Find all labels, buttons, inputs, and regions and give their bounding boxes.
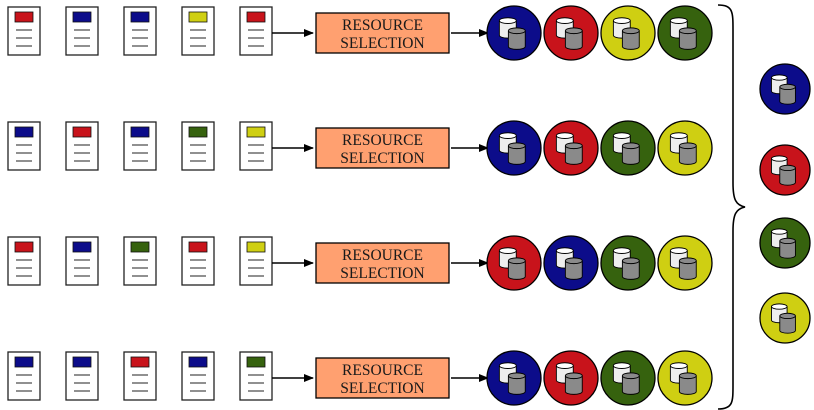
database-icon xyxy=(600,235,656,291)
document-tag xyxy=(72,126,92,138)
document-tag xyxy=(72,11,92,23)
document-icon xyxy=(239,121,273,171)
document-icon xyxy=(123,121,157,171)
box-label-line1: RESOURCE xyxy=(342,247,423,264)
selected-resources xyxy=(486,235,713,291)
database-icon xyxy=(657,5,713,61)
document-tag xyxy=(188,356,208,368)
database-icon xyxy=(759,144,811,196)
document-tag xyxy=(130,241,150,253)
document-tag xyxy=(72,241,92,253)
document-icon xyxy=(7,121,41,171)
database-icon xyxy=(486,235,542,291)
document-icon xyxy=(181,236,215,286)
document-tag xyxy=(246,11,266,23)
document-icon xyxy=(239,351,273,401)
selected-resources xyxy=(486,350,713,406)
document-icon xyxy=(7,236,41,286)
box-label-line2: SELECTION xyxy=(340,265,424,282)
document-tag xyxy=(130,356,150,368)
database-icon xyxy=(486,350,542,406)
document-tag xyxy=(130,126,150,138)
database-icon xyxy=(486,120,542,176)
document-icon xyxy=(65,351,99,401)
database-icon xyxy=(657,350,713,406)
document-icon xyxy=(181,351,215,401)
document-icon xyxy=(181,121,215,171)
database-icon xyxy=(600,5,656,61)
document-tag xyxy=(246,241,266,253)
document-icon xyxy=(123,6,157,56)
selected-resources xyxy=(486,5,713,61)
box-label-line1: RESOURCE xyxy=(342,17,423,34)
database-icon xyxy=(543,350,599,406)
document-icon xyxy=(181,6,215,56)
curly-brace xyxy=(717,4,746,410)
database-icon xyxy=(543,5,599,61)
document-tag xyxy=(130,11,150,23)
document-tag xyxy=(14,126,34,138)
document-icon xyxy=(7,351,41,401)
document-tag xyxy=(188,11,208,23)
document-icon xyxy=(65,236,99,286)
document-icon xyxy=(123,236,157,286)
database-icon xyxy=(759,63,811,115)
document-tag xyxy=(188,241,208,253)
database-icon xyxy=(657,120,713,176)
database-icon xyxy=(543,235,599,291)
document-icon xyxy=(239,236,273,286)
database-icon xyxy=(543,120,599,176)
document-icon xyxy=(239,6,273,56)
database-icon xyxy=(486,5,542,61)
database-icon xyxy=(600,350,656,406)
document-icon xyxy=(65,6,99,56)
document-icon xyxy=(7,6,41,56)
document-icon xyxy=(123,351,157,401)
document-tag xyxy=(246,126,266,138)
database-icon xyxy=(759,217,811,269)
database-icon xyxy=(759,292,811,344)
merged-resources xyxy=(759,63,811,344)
box-label-line1: RESOURCE xyxy=(342,132,423,149)
box-label-line1: RESOURCE xyxy=(342,362,423,379)
box-label-line2: SELECTION xyxy=(340,150,424,167)
selected-resources xyxy=(486,120,713,176)
document-tag xyxy=(14,356,34,368)
document-tag xyxy=(246,356,266,368)
document-tag xyxy=(188,126,208,138)
document-tag xyxy=(14,11,34,23)
database-icon xyxy=(600,120,656,176)
document-tag xyxy=(14,241,34,253)
box-label-line2: SELECTION xyxy=(340,35,424,52)
document-tag xyxy=(72,356,92,368)
database-icon xyxy=(657,235,713,291)
document-icon xyxy=(65,121,99,171)
box-label-line2: SELECTION xyxy=(340,380,424,397)
